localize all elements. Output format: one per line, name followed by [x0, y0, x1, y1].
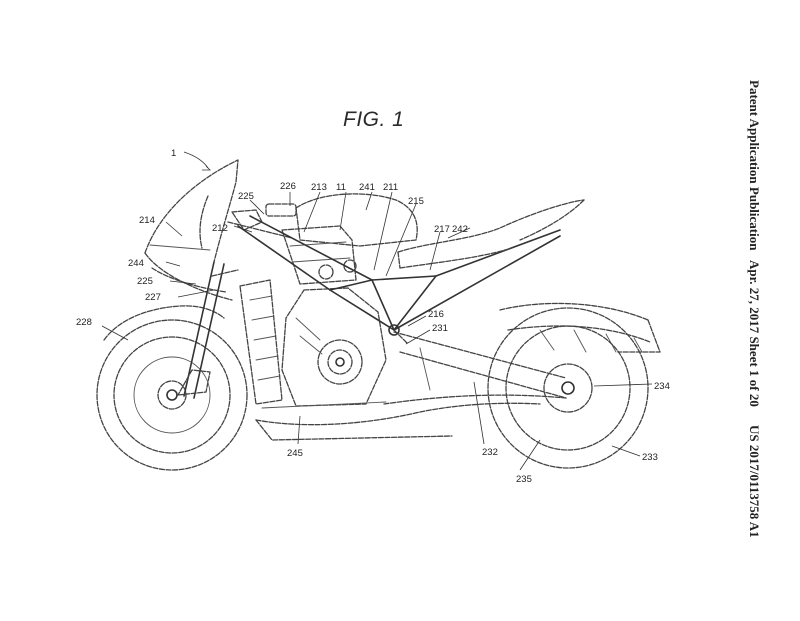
front-wheel [96, 319, 248, 471]
ref-234: 234 [654, 381, 670, 392]
fuel-tank [295, 193, 418, 247]
ref-233: 233 [642, 452, 658, 463]
undercarriage [255, 401, 541, 441]
ref-245: 245 [287, 448, 303, 459]
ref-11: 11 [336, 182, 346, 193]
swingarm [383, 331, 567, 405]
ref-216: 216 [428, 309, 444, 320]
ref-1: 1 [171, 148, 176, 159]
ref-235: 235 [516, 474, 532, 485]
ref-228: 228 [76, 317, 92, 328]
figure-title: FIG. 1 [343, 108, 405, 131]
ref-225-side: 225 [137, 276, 153, 287]
front-fender [103, 305, 225, 341]
ref-213: 213 [311, 182, 327, 193]
radiator [239, 279, 283, 405]
ref-227: 227 [145, 292, 161, 303]
ref-212: 212 [212, 223, 228, 234]
ref-215: 215 [408, 196, 424, 207]
ref-214: 214 [139, 215, 155, 226]
ref-244: 244 [128, 258, 144, 269]
ref-231: 231 [432, 323, 448, 334]
reference-numerals: 1 11 211 212 213 214 215 216 217 225 225… [76, 148, 670, 485]
leader-lines [101, 151, 653, 471]
ref-226: 226 [280, 181, 296, 192]
engine [281, 225, 387, 407]
ref-232: 232 [482, 447, 498, 458]
seat-tail [397, 199, 585, 269]
ref-225-top: 225 [238, 191, 254, 202]
ref-241: 241 [359, 182, 375, 193]
ref-242: 242 [452, 224, 468, 235]
ref-217: 217 [434, 224, 450, 235]
frame [237, 215, 561, 345]
front-fork [177, 261, 239, 399]
handlebar [227, 203, 297, 239]
rear-wheel [487, 307, 649, 469]
ref-211: 211 [383, 182, 398, 193]
